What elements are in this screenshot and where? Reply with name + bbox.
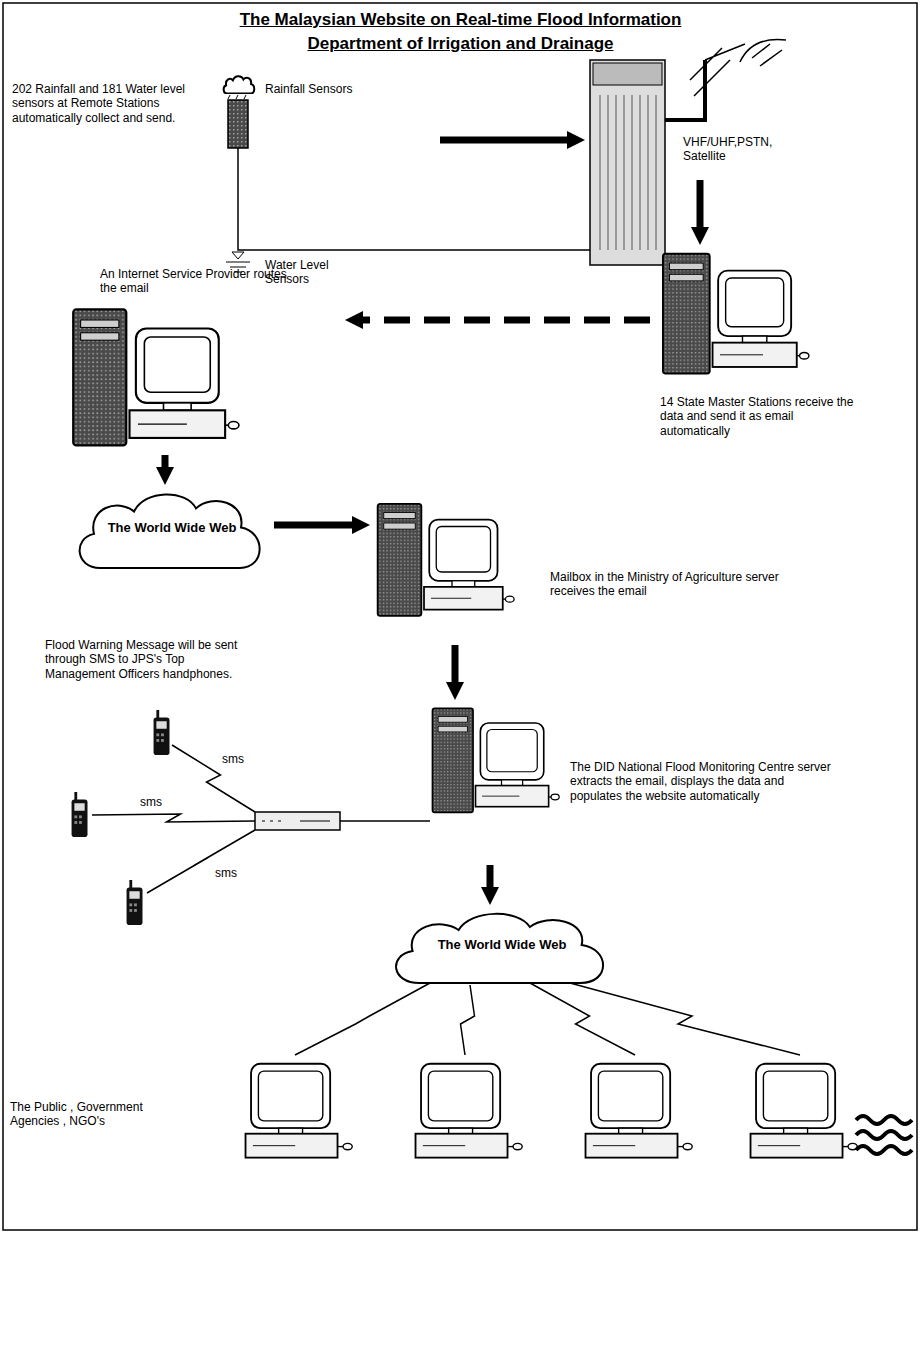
rainfall-sensor xyxy=(228,100,248,148)
rack-modules xyxy=(600,95,656,250)
monitoring-server xyxy=(432,708,559,812)
page-frame xyxy=(3,3,917,1230)
flow-arrow xyxy=(487,865,494,887)
public-computer xyxy=(751,1064,858,1158)
handphone xyxy=(154,710,170,755)
public-computer xyxy=(246,1064,353,1158)
link-label: sms xyxy=(140,795,162,809)
flow-arrow xyxy=(363,317,650,324)
ministry-server xyxy=(378,504,515,616)
isp-computer xyxy=(73,309,239,445)
radio-rack xyxy=(590,60,665,265)
monitoring-server: The DID National Flood Monitoring Centre… xyxy=(425,700,845,865)
sensor-wire xyxy=(238,148,590,250)
ministry-server: Mailbox in the Ministry of Agriculture s… xyxy=(370,495,830,645)
node-caption: The Public , Government Agencies , NGO's xyxy=(10,1100,180,1129)
flow-arrow xyxy=(162,455,169,467)
flow-arrow xyxy=(274,522,352,529)
rack-panel xyxy=(593,63,662,85)
flow-arrow xyxy=(697,180,704,227)
node-caption: Rainfall Sensors xyxy=(265,82,385,96)
web-link xyxy=(530,983,635,1055)
isp-server: An Internet Service Provider routes the … xyxy=(65,265,345,455)
flow-arrow xyxy=(440,137,567,144)
diagram-title: The Malaysian Website on Real-time Flood… xyxy=(0,10,921,30)
modem-detail xyxy=(262,821,330,822)
node-caption: Mailbox in the Ministry of Agriculture s… xyxy=(550,570,800,599)
web-link xyxy=(570,983,800,1055)
antenna-element xyxy=(690,44,745,96)
sms-link xyxy=(172,745,255,812)
node-caption: 202 Rainfall and 181 Water level sensors… xyxy=(12,82,207,125)
flow-arrow xyxy=(452,645,459,682)
master-station: 14 State Master Stations receive the dat… xyxy=(650,245,915,465)
link-label: sms xyxy=(222,752,244,766)
cloud-label: The World Wide Web xyxy=(385,937,619,953)
note-text: Flood Warning Message will be sent throu… xyxy=(45,638,245,681)
web-link xyxy=(461,985,475,1055)
water-waves xyxy=(856,1116,912,1154)
radio-link: VHF/UHF,PSTN, Satellite xyxy=(585,40,797,180)
rain-drops xyxy=(228,95,246,99)
cloud-label: The World Wide Web xyxy=(70,520,274,536)
web-link xyxy=(295,983,430,1055)
sms-link xyxy=(92,814,255,822)
web-cloud: The World Wide Web xyxy=(385,905,619,985)
handphone xyxy=(72,792,88,837)
sms-modem xyxy=(255,812,340,830)
modem-cable xyxy=(340,820,430,822)
master-station-computer xyxy=(663,254,809,374)
link-label: sms xyxy=(215,866,237,880)
node-caption: 14 State Master Stations receive the dat… xyxy=(660,395,860,438)
node-caption: An Internet Service Provider routes the … xyxy=(100,267,300,296)
antenna-dish xyxy=(740,39,786,66)
diagram-subtitle: Department of Irrigation and Drainage xyxy=(0,34,921,54)
public-computer xyxy=(586,1064,693,1158)
node-caption: VHF/UHF,PSTN, Satellite xyxy=(683,135,793,164)
web-cloud: The World Wide Web xyxy=(70,485,274,570)
handphone xyxy=(127,880,143,925)
public-users: The Public , Government Agencies , NGO's xyxy=(10,1055,915,1185)
public-computer xyxy=(416,1064,523,1158)
node-caption: The DID National Flood Monitoring Centre… xyxy=(570,760,835,803)
sms-link xyxy=(147,830,255,893)
sensor-station: 202 Rainfall and 181 Water level sensors… xyxy=(10,70,440,291)
rain-cloud xyxy=(224,76,255,93)
water-level-symbol xyxy=(232,252,244,259)
